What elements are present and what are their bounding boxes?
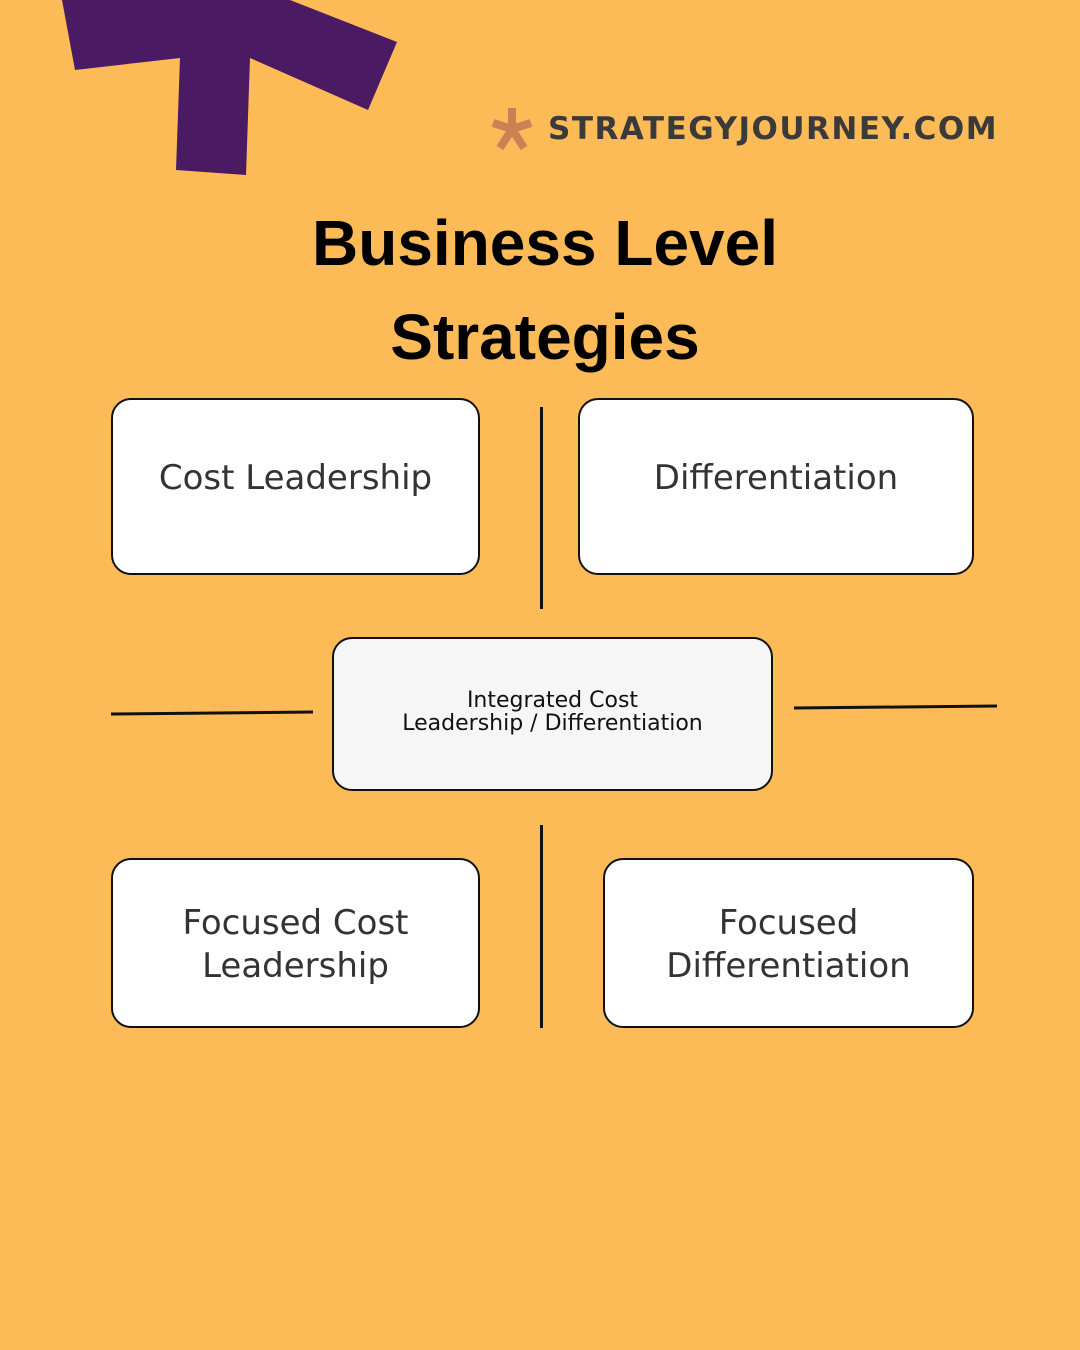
focused-cost-label-line-2: Leadership <box>202 946 389 986</box>
integrated-strategy-box: Integrated Cost Leadership / Differentia… <box>332 637 773 791</box>
integrated-label-line-2: Leadership / Differentiation <box>402 711 703 736</box>
cost-leadership-label: Cost Leadership <box>158 458 433 498</box>
asterisk-icon <box>491 108 533 151</box>
integrated-label-line-1: Integrated Cost <box>466 688 639 713</box>
title-line-1: Business Level <box>312 207 778 279</box>
cost-leadership-box: Cost Leadership <box>111 398 480 575</box>
focused-differentiation-box: Focused Differentiation <box>603 858 974 1028</box>
focused-diff-label-line-1: Focused <box>718 903 859 943</box>
title-line-2: Strategies <box>390 301 700 373</box>
divider-bottom-vertical <box>540 825 543 1028</box>
page-title: Business Level Strategies <box>190 196 900 384</box>
differentiation-box: Differentiation <box>578 398 974 575</box>
brand-name: STRATEGYJOURNEY.COM <box>548 111 999 147</box>
divider-top-vertical <box>540 407 543 609</box>
differentiation-label: Differentiation <box>653 458 899 498</box>
brand-logo[interactable]: STRATEGYJOURNEY.COM <box>490 104 998 154</box>
decorative-shape <box>62 0 397 175</box>
focused-cost-label-line-1: Focused Cost <box>182 903 409 943</box>
focused-cost-leadership-box: Focused Cost Leadership <box>111 858 480 1028</box>
focused-diff-label-line-2: Differentiation <box>666 946 911 986</box>
